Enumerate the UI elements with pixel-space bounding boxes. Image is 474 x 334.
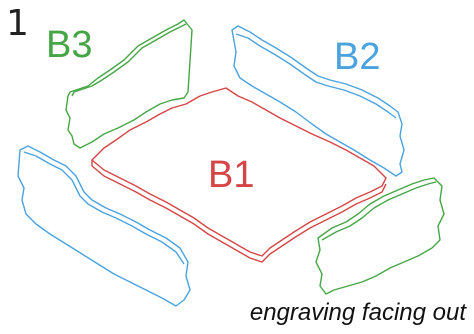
panel-lower-right-edge xyxy=(321,181,437,241)
panel-b3 xyxy=(65,19,193,149)
panel-lower-left-edge xyxy=(23,151,185,265)
label-b2: B2 xyxy=(334,36,381,78)
panel-lower-right-face xyxy=(315,177,445,295)
label-b3: B3 xyxy=(46,24,93,66)
panel-lower-left-face xyxy=(17,145,191,307)
panel-b2-copy xyxy=(17,145,191,307)
panel-b1-thickness xyxy=(91,160,387,263)
panel-b2-edge xyxy=(235,33,397,119)
panel-b1 xyxy=(91,87,387,263)
panel-b2 xyxy=(231,25,405,177)
panel-b3-edge xyxy=(71,23,187,97)
panel-b1-outline xyxy=(91,87,387,257)
panel-b3-copy xyxy=(315,177,445,295)
label-b1: B1 xyxy=(208,154,255,196)
caption-engraving-facing-out: engraving facing out xyxy=(249,299,466,326)
panel-b3-face xyxy=(65,19,193,149)
step-number: 1 xyxy=(6,3,29,44)
panel-b2-face xyxy=(231,25,405,177)
